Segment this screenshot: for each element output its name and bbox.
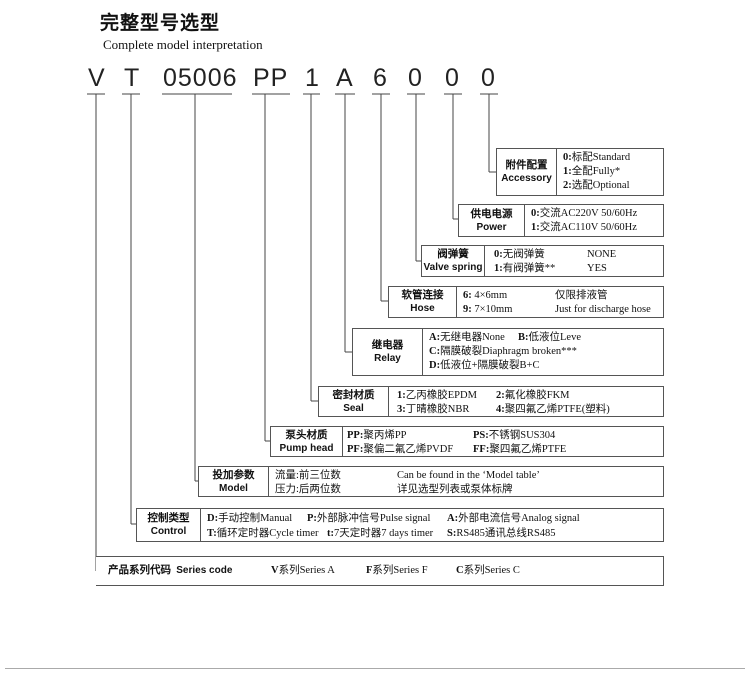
accessory-row: 0:标配Standard: [563, 152, 631, 163]
hose-label-en: Hose: [410, 303, 435, 314]
power-row: 0:交流AC220V 50/60Hz: [531, 208, 638, 219]
control-option: P:外部脉冲信号Pulse signal: [307, 513, 431, 524]
hose-note: Just for discharge hose: [555, 304, 651, 315]
code-char-relay: A: [336, 64, 354, 92]
hose-row: 6: 4×6mm: [463, 290, 508, 301]
accessory-row: 2:选配Optional: [563, 180, 630, 191]
series-label: 产品系列代码 Series code: [108, 565, 233, 576]
code-char-model: 05006: [163, 64, 238, 92]
power-label-cn: 供电电源: [470, 208, 513, 220]
page-title: 完整型号选型: [100, 12, 221, 34]
seal-option: 1:乙丙橡胶EPDM: [397, 390, 477, 401]
hose-row: 9: 7×10mm: [463, 304, 513, 315]
control-option: A:外部电流信号Analog signal: [447, 513, 580, 524]
seal-option: 4:聚四氟乙烯PTFE(塑料): [496, 404, 610, 415]
pumphead-option: PP:聚丙烯PP: [347, 430, 407, 441]
relay-option: C:隔膜破裂Diaphragm broken***: [429, 346, 577, 357]
relay-label-cn: 继电器: [371, 340, 404, 351]
accessory-row: 1:全配Fully*: [563, 166, 621, 177]
accessory-box: 附件配置 Accessory 0:标配Standard 1:全配Fully* 2…: [496, 148, 664, 196]
seal-label-cn: 密封材质: [332, 389, 375, 401]
pumphead-option: PF:聚偏二氟乙烯PVDF: [347, 444, 454, 455]
seal-option: 2:氟化橡胶FKM: [496, 390, 570, 401]
hose-box: 软管连接 Hose 6: 4×6mm 仅限排液管 9: 7×10mm Just …: [388, 286, 664, 318]
model-note: Can be found in the ‘Model table’: [397, 470, 540, 481]
pumphead-option: FF:聚四氟乙烯PTFE: [473, 444, 567, 455]
code-char-power: 0: [445, 64, 460, 92]
power-box: 供电电源 Power 0:交流AC220V 50/60Hz 1:交流AC110V…: [458, 204, 664, 237]
valve-row: 1:有阀弹簧**: [494, 263, 556, 274]
relay-option: B:低液位Leve: [518, 332, 581, 343]
series-option: F系列Series F: [366, 565, 428, 576]
series-option: C系列Series C: [456, 565, 520, 576]
pumphead-option: PS:不锈钢SUS304: [473, 430, 556, 441]
control-option: t:7天定时器7 days timer: [327, 528, 434, 539]
control-box: 控制类型 Control D:手动控制Manual P:外部脉冲信号Pulse …: [136, 508, 664, 542]
hose-label-cn: 软管连接: [401, 290, 444, 301]
control-option: S:RS485通讯总线RS485: [447, 528, 556, 539]
code-char-series: V: [88, 64, 106, 92]
accessory-label-cn: 附件配置: [505, 160, 548, 171]
control-option: T:循环定时器Cycle timer: [207, 528, 319, 539]
seal-label-en: Seal: [343, 402, 364, 414]
model-label-cn: 投加参数: [212, 469, 255, 481]
valve-row-en: YES: [587, 263, 607, 274]
code-char-valve: 0: [408, 64, 423, 92]
seal-option: 3:丁晴橡胶NBR: [397, 404, 470, 415]
pumphead-label-en: Pump head: [279, 442, 334, 454]
valve-row-en: NONE: [587, 249, 617, 260]
model-label-en: Model: [219, 482, 248, 494]
power-row: 1:交流AC110V 50/60Hz: [531, 222, 637, 233]
relay-option: A:无继电器None: [429, 332, 505, 343]
footer-divider: [5, 668, 745, 669]
series-option: V系列Series A: [271, 565, 335, 576]
pumphead-label-cn: 泵头材质: [285, 429, 328, 441]
accessory-label-en: Accessory: [501, 173, 552, 184]
control-option: D:手动控制Manual: [207, 513, 293, 524]
seal-box: 密封材质 Seal 1:乙丙橡胶EPDM 2:氟化橡胶FKM 3:丁晴橡胶NBR…: [318, 386, 664, 417]
valve-row: 0:无阀弹簧: [494, 249, 545, 260]
page-subtitle: Complete model interpretation: [103, 37, 263, 52]
control-label-en: Control: [150, 526, 187, 537]
series-code-box: 产品系列代码 Series code V系列Series A F系列Series…: [96, 556, 664, 586]
code-char-accessory: 0: [481, 64, 496, 92]
valve-label-cn: 阀弹簧: [437, 249, 469, 260]
code-char-control: T: [124, 64, 141, 92]
model-box: 投加参数 Model 流量:前三位数 Can be found in the ‘…: [198, 466, 664, 497]
code-char-hose: 6: [373, 64, 388, 92]
code-char-seal: 1: [305, 64, 320, 92]
power-label-en: Power: [476, 221, 507, 233]
valve-spring-box: 阀弹簧 Valve spring 0:无阀弹簧 NONE 1:有阀弹簧** YE…: [421, 245, 664, 277]
relay-option: D:低液位+隔膜破裂B+C: [429, 360, 540, 371]
code-char-pumphead: PP: [253, 64, 289, 92]
valve-label-en: Valve spring: [423, 262, 483, 273]
relay-label-en: Relay: [374, 353, 401, 364]
hose-note: 仅限排液管: [555, 290, 608, 301]
pump-head-box: 泵头材质 Pump head PP:聚丙烯PP PS:不锈钢SUS304 PF:…: [270, 426, 664, 457]
control-label-cn: 控制类型: [147, 513, 190, 524]
model-note: 详见选型列表或泵体标牌: [397, 484, 513, 495]
model-flow: 流量:前三位数: [275, 470, 341, 481]
model-pressure: 压力:后两位数: [275, 484, 341, 495]
relay-box: 继电器 Relay A:无继电器None B:低液位Leve C:隔膜破裂Dia…: [352, 328, 664, 376]
